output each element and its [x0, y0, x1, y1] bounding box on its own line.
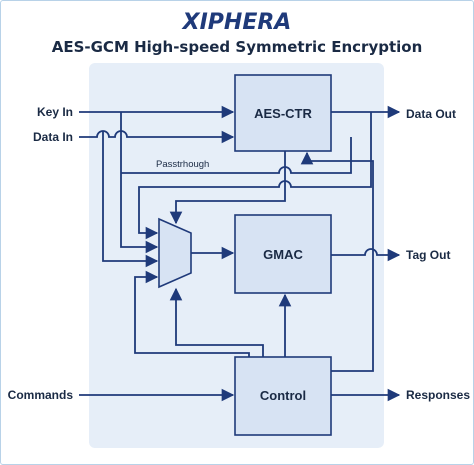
control-label: Control: [260, 388, 306, 403]
data-in-label: Data In: [33, 130, 73, 144]
control-block: [234, 356, 332, 436]
diagram-title: AES-GCM High-speed Symmetric Encryption: [52, 38, 423, 56]
responses-label: Responses: [406, 388, 470, 402]
ctr-to-mux-wire: [169, 151, 286, 225]
aes-ctr-label: AES-CTR: [254, 106, 312, 121]
key-in-label: Key In: [37, 105, 73, 119]
data-to-mux-wire: [102, 131, 159, 268]
control-to-mux-wire: [169, 287, 264, 357]
data-out-label: Data Out: [406, 107, 456, 121]
gmac-label: GMAC: [263, 247, 303, 262]
tag-out-label: Tag Out: [406, 248, 450, 262]
gmac-block: [234, 214, 332, 294]
key-to-mux-wire: [120, 112, 159, 254]
wires: [79, 105, 401, 402]
passthrough-label: Passtrhough: [156, 159, 209, 170]
aes-ctr-block: [234, 74, 332, 152]
multiplexer: [158, 217, 192, 289]
xiphera-logo: XIPHERA: [181, 10, 292, 35]
tag-out-wire: [331, 248, 401, 262]
passthrough-wire: [121, 137, 352, 174]
commands-label: Commands: [8, 388, 74, 402]
logo-text: XIPHERA: [181, 10, 292, 35]
control-to-ctr-wire: [300, 151, 374, 372]
data-in-wire: [79, 130, 235, 144]
ctr-feedback-wire: [138, 112, 372, 240]
control-to-mux-input-wire: [134, 270, 250, 357]
